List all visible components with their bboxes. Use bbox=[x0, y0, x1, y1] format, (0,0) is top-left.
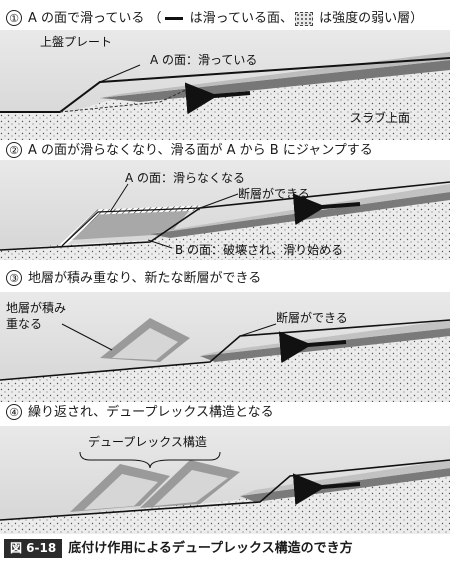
step-4-diagram: デュープレックス構造 bbox=[0, 426, 450, 534]
weak-layer bbox=[0, 334, 450, 402]
weak-layer bbox=[0, 66, 450, 140]
sliding-surface-legend-icon bbox=[164, 17, 183, 20]
leader-fault bbox=[239, 323, 277, 337]
duplex-block-1-inner bbox=[84, 474, 158, 510]
face-b-label: B の面：破壊され、滑り始める bbox=[175, 242, 343, 257]
sliding-surface bbox=[0, 459, 450, 521]
leader-line bbox=[99, 64, 141, 83]
duplex-brace bbox=[79, 451, 221, 469]
step-1-diagram: 上盤プレート A の面：滑っている スラブ上面 bbox=[0, 30, 450, 140]
step-number: ③ bbox=[6, 270, 22, 286]
step-2-diagram: A の面：滑らなくなる 断層ができる B の面：破壊され、滑り始める bbox=[0, 160, 450, 260]
slab-label: スラブ上面 bbox=[350, 110, 410, 125]
motion-arrow bbox=[292, 193, 361, 226]
surface-a-line bbox=[61, 207, 201, 247]
step-number: ② bbox=[6, 142, 22, 158]
figure-caption: 図 6-18 底付け作用によるデュープレックス構造のでき方 bbox=[4, 537, 353, 558]
motion-arrow bbox=[184, 82, 251, 115]
fault-label: 断層ができる bbox=[276, 310, 348, 325]
duplex-label: デュープレックス構造 bbox=[88, 434, 207, 449]
step-number: ④ bbox=[6, 404, 22, 420]
stack-label-line-1: 地層が積み bbox=[6, 300, 66, 315]
dashed-line bbox=[59, 87, 191, 113]
stacked-inner bbox=[112, 328, 178, 360]
sliding-surface-a bbox=[0, 57, 450, 113]
weak-layer-legend-icon bbox=[295, 11, 313, 26]
leader-a bbox=[109, 183, 129, 213]
leader-fault bbox=[199, 193, 239, 209]
fault-label: 断層ができる bbox=[238, 186, 310, 201]
plate-label: 上盤プレート bbox=[40, 35, 112, 49]
face-a-label: A の面：滑らなくなる bbox=[125, 171, 245, 185]
motion-arrow bbox=[278, 331, 347, 364]
leader-b bbox=[147, 239, 173, 249]
mid-band bbox=[240, 460, 450, 496]
figure-title: 底付け作用によるデュープレックス構造のでき方 bbox=[68, 541, 353, 556]
mid-band bbox=[200, 320, 450, 356]
sliding-surface bbox=[0, 319, 450, 381]
leader-stack bbox=[61, 323, 113, 351]
duplex-block-2-inner bbox=[154, 470, 228, 506]
face-a-label: A の面：滑っている bbox=[150, 53, 257, 67]
step-number: ① bbox=[6, 10, 22, 26]
step-3-diagram: 地層が積み 重なる 断層ができる bbox=[0, 292, 450, 402]
stack-label-line-2: 重なる bbox=[6, 317, 42, 331]
motion-arrow bbox=[292, 473, 361, 506]
figure-number: 図 6-18 bbox=[4, 539, 63, 558]
